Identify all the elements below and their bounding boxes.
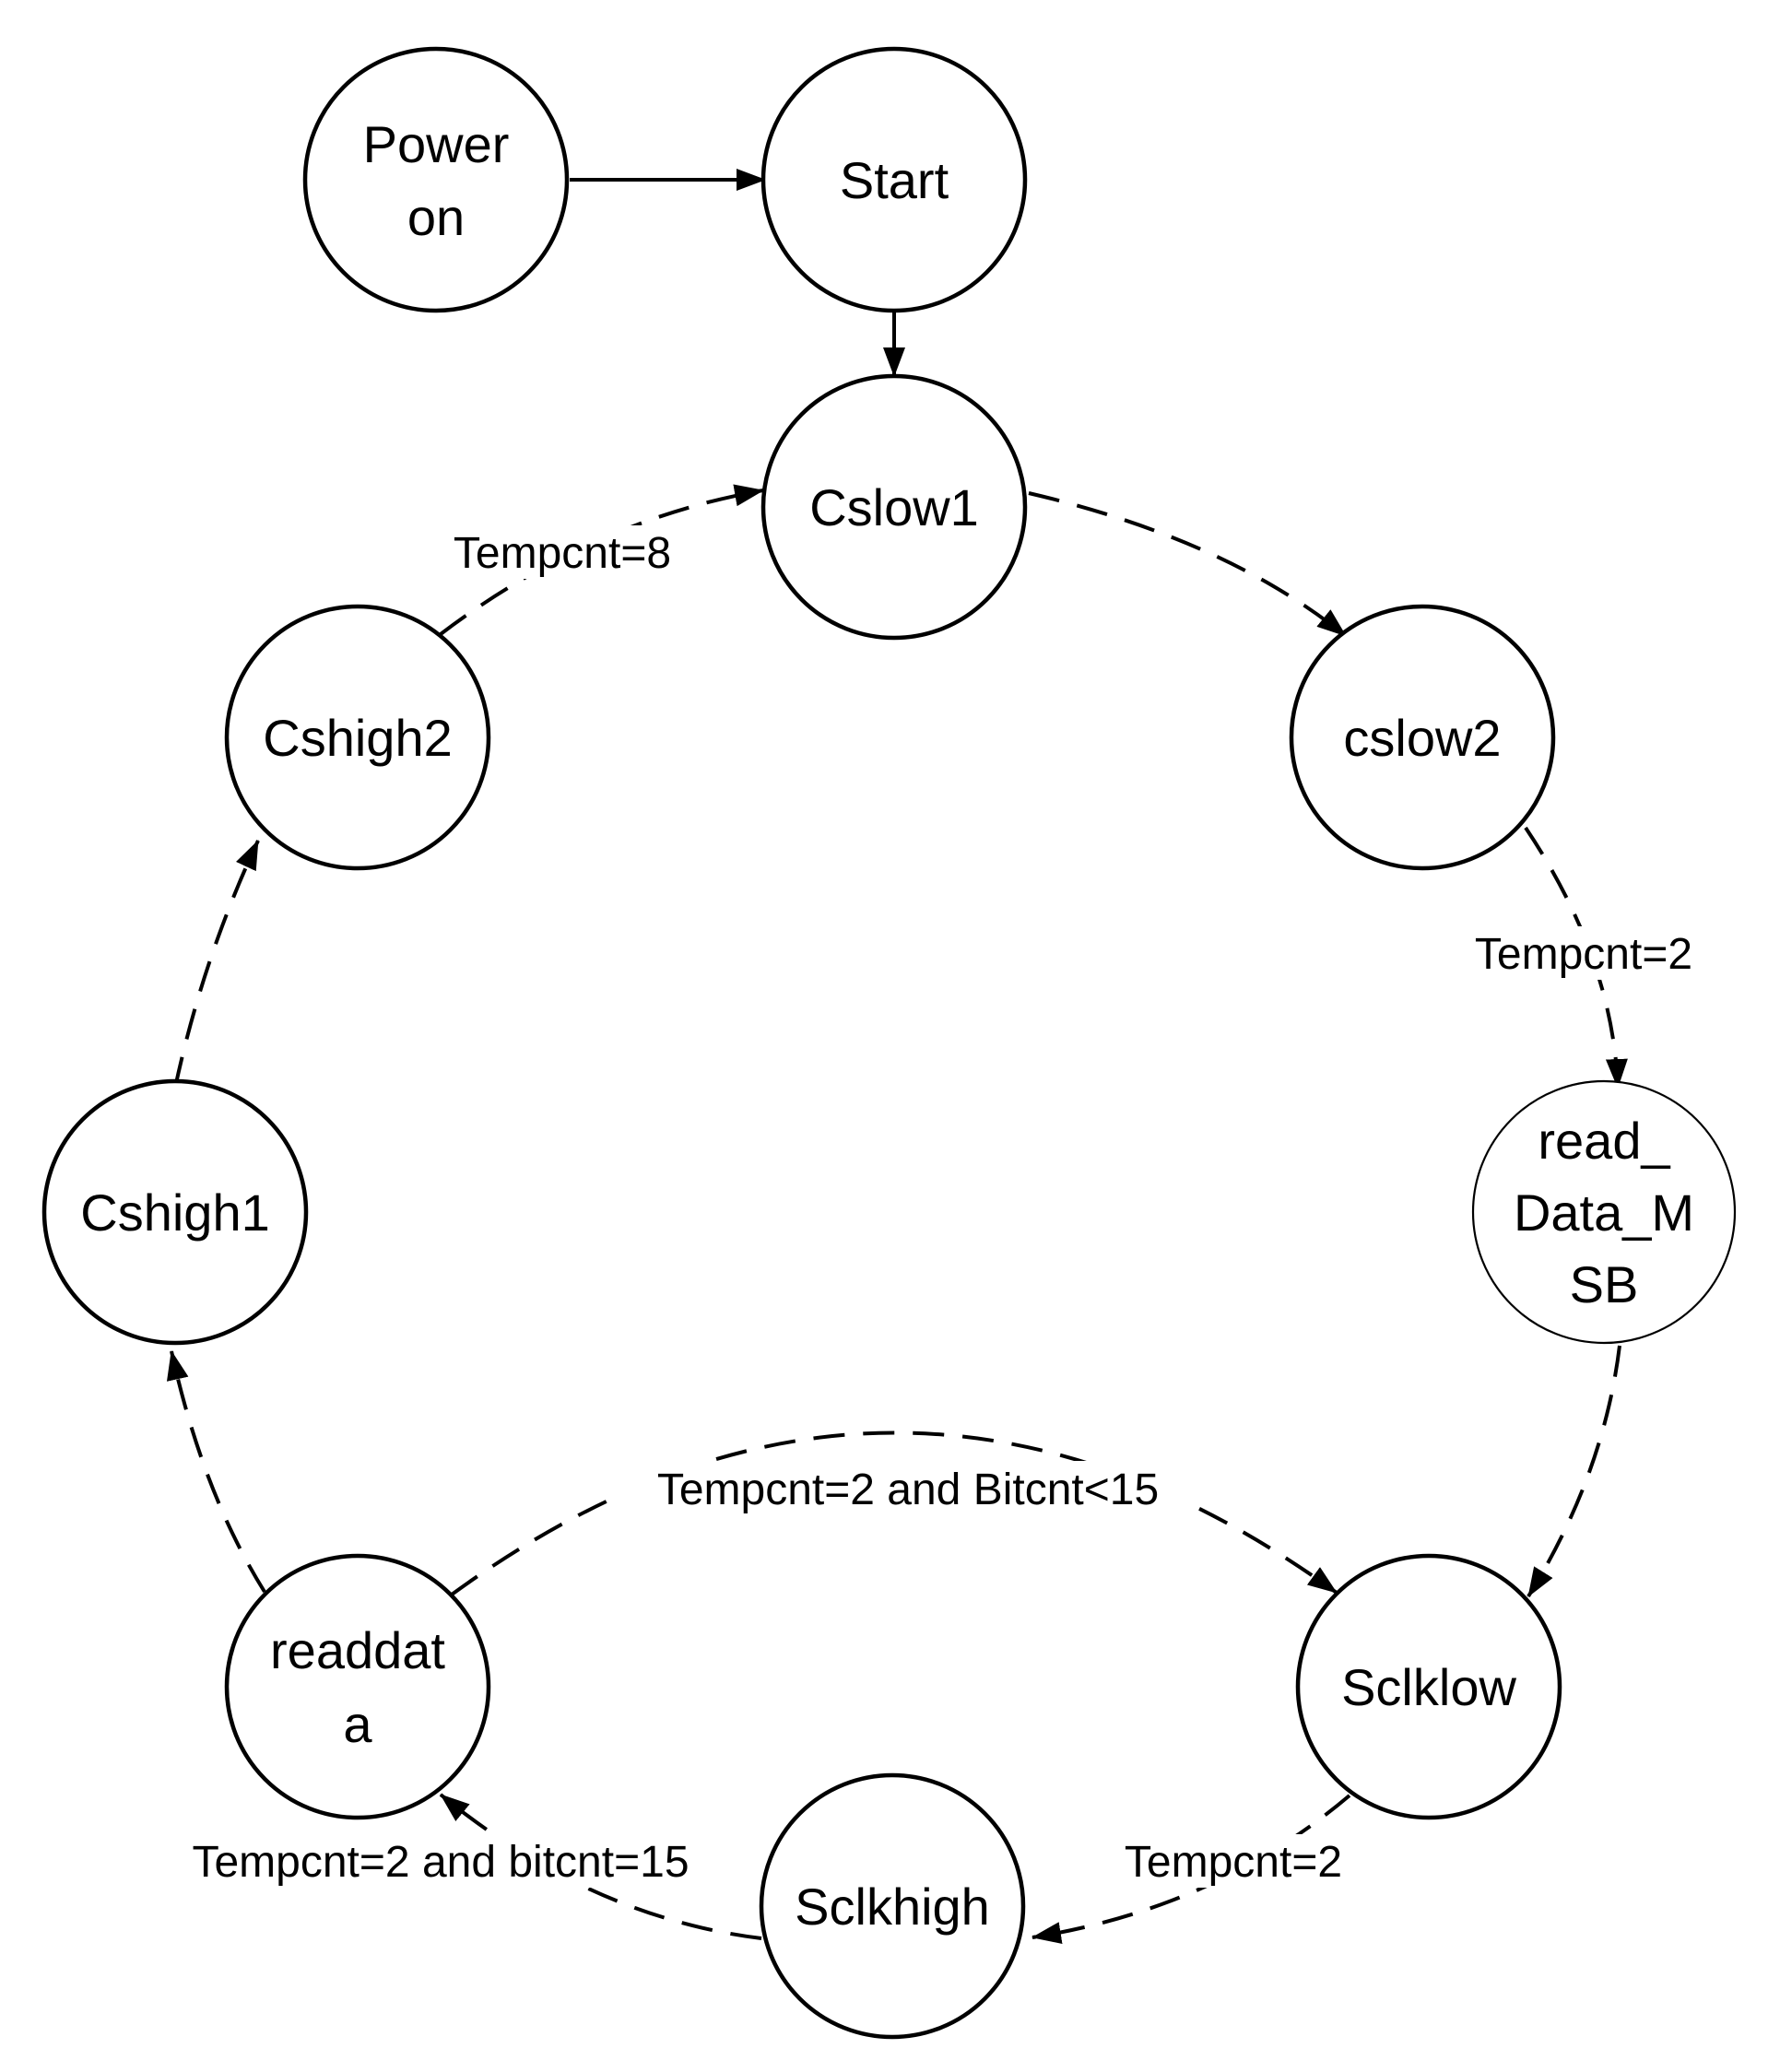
label-readdata-to-sclklow: Tempcnt=2 and Bitcnt<15 (618, 1461, 1198, 1516)
state-read-data-msb-line2: Data_M (1514, 1183, 1694, 1242)
state-power-on-line1: Power (363, 115, 510, 173)
label-sclklow-to-sclkhigh: Tempcnt=2 (1102, 1834, 1369, 1888)
state-sclklow-label: Sclklow (1341, 1658, 1516, 1716)
label-text-bitcnt-eq-15: Tempcnt=2 and bitcnt=15 (192, 1838, 689, 1887)
label-text-tempcnt2-bottom: Tempcnt=2 (1125, 1838, 1342, 1887)
state-cshigh2: Cshigh2 (224, 604, 491, 871)
state-sclkhigh-label: Sclkhigh (795, 1878, 990, 1936)
edge-sclkhigh-to-readdata (439, 1793, 762, 1940)
state-cslow1-label: Cslow1 (809, 478, 979, 536)
state-cslow2: cslow2 (1289, 604, 1556, 871)
label-text-tempcnt2-right: Tempcnt=2 (1475, 930, 1692, 979)
edge-read-to-sclklow (1527, 1345, 1621, 1598)
state-cshigh2-label: Cshigh2 (263, 709, 452, 767)
state-start-label: Start (840, 151, 949, 209)
state-sclkhigh: Sclkhigh (759, 1772, 1026, 2040)
state-cslow2-label: cslow2 (1343, 709, 1501, 767)
state-readdata-line1: readdat (270, 1621, 445, 1679)
edge-cslow1-to-cslow2 (1028, 491, 1348, 638)
state-read-data-msb-line1: read_ (1538, 1112, 1670, 1170)
state-read-data-msb: read_ Data_M SB (1471, 1079, 1737, 1345)
state-readdata-line2: a (343, 1695, 372, 1753)
label-text-tempcnt8: Tempcnt=8 (454, 529, 671, 578)
state-start: Start (760, 46, 1028, 313)
state-cshigh1: Cshigh1 (41, 1078, 309, 1346)
edge-readdata-to-cshigh1 (166, 1350, 266, 1594)
edge-cshigh2-to-cslow1 (439, 484, 764, 636)
edge-cshigh1-to-cshigh2 (173, 840, 260, 1089)
label-text-bitcnt-lt-15: Tempcnt=2 and Bitcnt<15 (657, 1466, 1159, 1514)
label-cshigh2-to-cslow1: Tempcnt=8 (433, 525, 691, 579)
state-cslow1: Cslow1 (760, 373, 1028, 641)
edge-readdata-to-sclklow (450, 1430, 1338, 1596)
state-read-data-msb-line3: SB (1570, 1255, 1639, 1313)
label-cslow2-to-read: Tempcnt=2 (1452, 926, 1719, 980)
state-power-on-line2: on (407, 188, 465, 246)
state-readdata: readdat a (224, 1553, 491, 1820)
label-sclkhigh-to-readdata: Tempcnt=2 and bitcnt=15 (152, 1834, 733, 1888)
state-power-on: Power on (302, 46, 570, 313)
state-cshigh1-label: Cshigh1 (80, 1183, 269, 1242)
state-sclklow: Sclklow (1295, 1553, 1562, 1820)
